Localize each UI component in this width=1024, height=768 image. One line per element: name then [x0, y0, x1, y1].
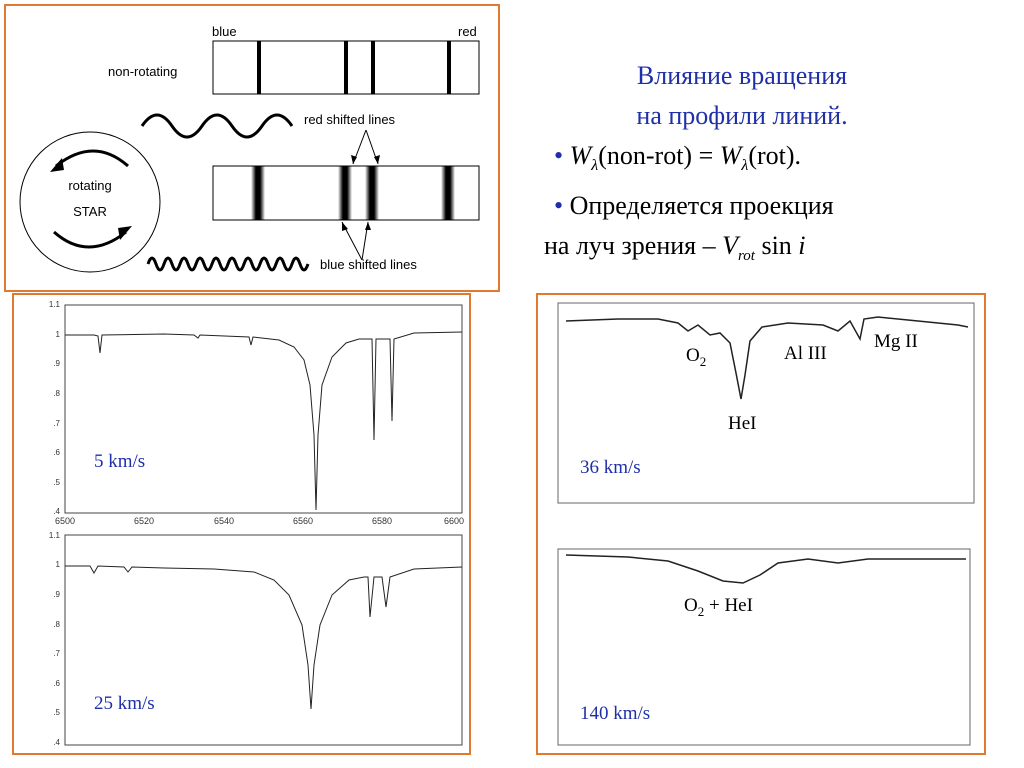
slow-wave [140, 113, 294, 139]
bullet-dot: • [554, 191, 564, 221]
xtick: 6600 [444, 516, 464, 526]
o2-label: O2 [686, 345, 706, 369]
ytick: 1 [56, 560, 61, 569]
xtick: 6580 [372, 516, 392, 526]
red-label: red [458, 24, 477, 39]
plot-25-axes [64, 534, 463, 746]
ytick: .6 [53, 448, 60, 457]
spectrum-25kms [65, 565, 463, 710]
arrow-head [365, 222, 371, 230]
hei-label: HeI [728, 413, 756, 434]
ytick: .4 [53, 738, 60, 747]
spectral-line [447, 41, 451, 94]
left-spectra-frame: 1.1 1 .9 .8 .7 .6 .5 .4 6500 6520 6540 6… [12, 293, 471, 755]
star-circle [19, 131, 161, 273]
right-spectra-frame: O2 HeI Al III Mg II 36 km/s O2 + HeI 140… [536, 293, 986, 755]
ytick: .8 [53, 620, 60, 629]
non-rotating-label: non-rotating [108, 64, 177, 79]
plot-5-axes [64, 304, 463, 514]
o2-hei-label: O2 + HeI [684, 595, 753, 619]
rotation-diagram: blue red non-rotating red shifted lines … [19, 24, 480, 273]
title-line-1: Влияние вращения [636, 61, 848, 90]
ytick: .6 [53, 679, 60, 688]
ytick: .5 [53, 478, 60, 487]
bullet-2: • Определяется проекция [554, 191, 834, 221]
al-label: Al III [784, 343, 827, 364]
ytick: .9 [53, 590, 60, 599]
blue-shifted-label: blue shifted lines [320, 257, 417, 272]
rotation-arrow-top [55, 149, 129, 168]
speed-140: 140 km/s [580, 703, 650, 724]
rotation-arrow-bottom [53, 230, 127, 249]
spectral-line [344, 41, 348, 94]
title-line-2: на профили линий. [636, 101, 848, 130]
red-shifted-label: red shifted lines [304, 112, 396, 127]
fast-wave [146, 256, 310, 272]
ytick: 1.1 [49, 531, 61, 540]
spectral-line [257, 41, 261, 94]
plot-36-axes [557, 302, 975, 504]
broadened-line [251, 166, 265, 220]
ytick: .9 [53, 359, 60, 368]
speed-5: 5 km/s [94, 451, 145, 472]
xtick: 6520 [134, 516, 154, 526]
left-spectra: 1.1 1 .9 .8 .7 .6 .5 .4 6500 6520 6540 6… [49, 300, 464, 747]
ytick: .4 [53, 507, 60, 516]
arrow-head [351, 155, 357, 164]
xtick: 6540 [214, 516, 234, 526]
mg-label: Mg II [874, 331, 918, 352]
bullet-dot: • [554, 141, 564, 170]
xtick: 6500 [55, 516, 75, 526]
blue-label: blue [212, 24, 237, 39]
broadened-line [338, 166, 352, 220]
spectral-line [371, 41, 375, 94]
plot-140-axes [557, 548, 971, 746]
right-spectra: O2 HeI Al III Mg II 36 km/s O2 + HeI 140… [557, 302, 975, 746]
title-block: Влияние вращения на профили линий. • Wλ(… [532, 56, 952, 276]
star-label: STAR [73, 204, 107, 219]
speed-25: 25 km/s [94, 693, 155, 714]
ytick: 1 [56, 330, 61, 339]
bullet-3: на луч зрения – Vrot sin i [544, 231, 806, 265]
ytick: .8 [53, 389, 60, 398]
arrow-head [374, 155, 380, 164]
arrow-head [50, 158, 64, 172]
spectrum-140kms [565, 554, 966, 584]
rotation-diagram-frame: blue red non-rotating red shifted lines … [4, 4, 500, 292]
ytick: .5 [53, 708, 60, 717]
ytick: 1.1 [49, 300, 61, 309]
ytick: .7 [53, 419, 60, 428]
arrow-head [342, 222, 348, 231]
broadened-line [441, 166, 455, 220]
broadened-line [365, 166, 379, 220]
spectrum-36kms [565, 316, 969, 400]
speed-36: 36 km/s [580, 457, 641, 478]
bullet-1: • Wλ(non-rot) = Wλ(rot). [554, 141, 802, 175]
xtick: 6560 [293, 516, 313, 526]
ytick: .7 [53, 649, 60, 658]
arrow-head [118, 226, 132, 240]
rotating-label: rotating [68, 178, 111, 193]
spectrum-5kms [65, 331, 463, 511]
